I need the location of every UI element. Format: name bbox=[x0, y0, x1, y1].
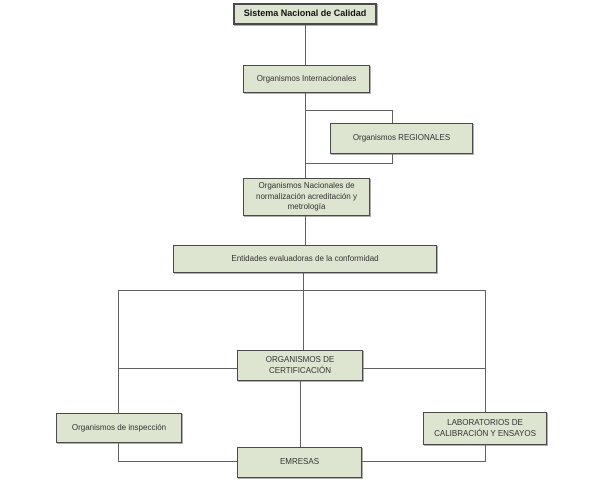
connector-entidades-to-certificacion bbox=[303, 273, 304, 350]
connector-frame-right bbox=[485, 290, 486, 461]
connector-branch-to-regionales bbox=[305, 110, 393, 111]
box-laboratorios-calibracion-ensayos: LABORATORIOS DE CALIBRACIÓN Y ENSAYOS bbox=[423, 412, 547, 445]
connector-regionales-drop bbox=[392, 110, 393, 123]
box-empresas: EMRESAS bbox=[237, 447, 362, 478]
box-organismos-de-certificacion: ORGANISMOS DE CERTIFICACIÓN bbox=[237, 350, 363, 381]
connector-regionales-exit bbox=[392, 154, 393, 163]
connector-nacionales-to-entidades bbox=[305, 216, 306, 245]
box-entidades-evaluadoras: Entidades evaluadoras de la conformidad bbox=[173, 245, 437, 273]
box-organismos-de-inspeccion: Organismos de inspección bbox=[56, 413, 182, 443]
connector-frame-top bbox=[118, 290, 486, 291]
connector-sistema-to-internacionales bbox=[305, 25, 306, 65]
box-organismos-nacionales: Organismos Nacionales de normalización a… bbox=[243, 178, 370, 216]
box-organismos-internacionales: Organismos Internacionales bbox=[243, 65, 370, 93]
connector-regionales-return bbox=[305, 163, 393, 164]
box-sistema-nacional-de-calidad: Sistema Nacional de Calidad bbox=[233, 3, 377, 25]
connector-certificacion-to-empresas bbox=[300, 381, 301, 447]
connector-frame-left bbox=[118, 290, 119, 461]
box-organismos-regionales: Organismos REGIONALES bbox=[330, 123, 473, 154]
connector-internacionales-to-nacionales bbox=[305, 93, 306, 178]
